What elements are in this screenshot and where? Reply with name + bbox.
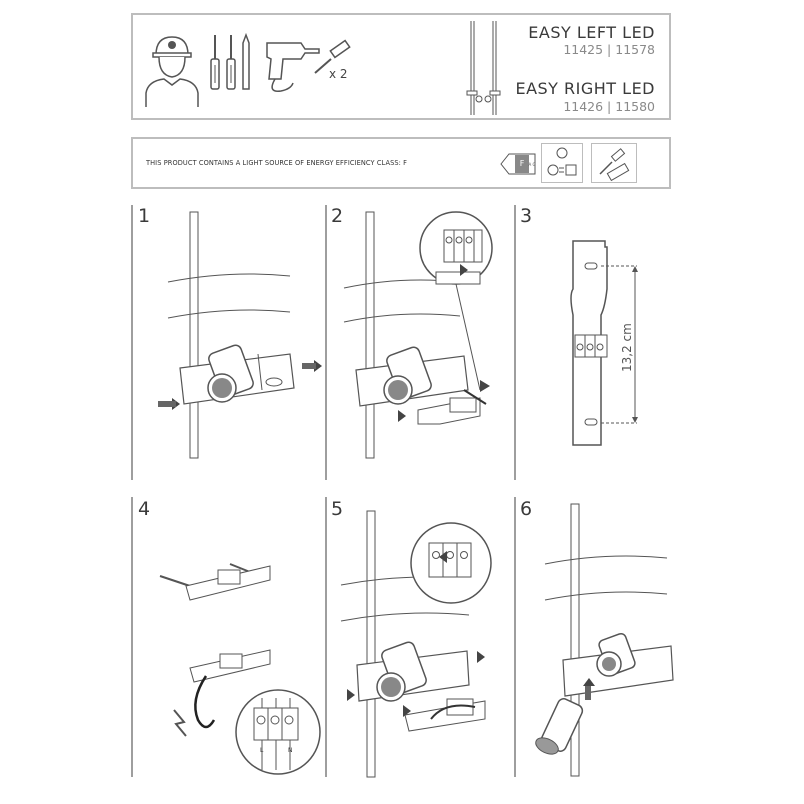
arrow-icon — [477, 651, 485, 663]
energy-label-icon: F A G — [500, 153, 536, 175]
step-5-illustration — [340, 510, 492, 778]
step-number: 2 — [331, 205, 344, 227]
step-number: 4 — [138, 498, 151, 520]
step-5-frame — [325, 497, 327, 777]
right-product-name: EASY RIGHT LED — [515, 79, 655, 98]
terminal-label: L — [260, 747, 264, 754]
screw-and-dowel-icon — [314, 39, 351, 74]
step-1-frame — [131, 205, 133, 480]
power-drill-icon — [266, 42, 320, 92]
arrow-icon — [347, 689, 355, 701]
replaceable-driver-icon — [591, 143, 637, 183]
step-number: 1 — [138, 205, 151, 227]
replaceable-light-source-icon — [541, 143, 583, 183]
step-4-illustration: L N — [159, 563, 321, 775]
step-2-illustration — [343, 211, 493, 459]
terminal-label: N — [288, 747, 293, 754]
step-4-frame — [131, 497, 133, 777]
arrow-icon — [398, 410, 406, 422]
right-product-codes: 11426 | 11580 — [563, 99, 655, 114]
energy-class-letter: F — [520, 159, 525, 168]
arrow-icon — [583, 678, 595, 686]
step-2-frame — [325, 205, 327, 480]
left-product-codes: 11425 | 11578 — [563, 42, 655, 57]
step-3-illustration — [570, 240, 638, 446]
step-6-illustration — [535, 503, 674, 777]
arrow-icon — [403, 705, 411, 717]
product-sketch — [466, 21, 501, 115]
screwdriver-icon — [210, 35, 220, 90]
step-6-frame — [514, 497, 516, 777]
left-product-name: EASY LEFT LED — [528, 23, 655, 42]
step-1-illustration — [158, 211, 322, 459]
step-number: 5 — [331, 498, 344, 520]
step-number: 6 — [520, 498, 533, 520]
screwdriver-icon — [226, 35, 236, 90]
energy-class-scale: A G — [528, 162, 535, 167]
screw-quantity: x 2 — [329, 67, 348, 81]
dimension-label: 13,2 cm — [620, 323, 634, 372]
energy-notice: THIS PRODUCT CONTAINS A LIGHT SOURCE OF … — [146, 159, 408, 167]
arrow-icon — [480, 380, 490, 392]
step-3-frame — [514, 205, 516, 480]
pencil-icon — [242, 32, 250, 90]
installer-person-icon — [145, 36, 199, 107]
step-number: 3 — [520, 205, 533, 227]
header-panel: x 2 EASY LEFT LED 11425 | 11578 EASY RIG… — [131, 13, 671, 120]
energy-panel: THIS PRODUCT CONTAINS A LIGHT SOURCE OF … — [131, 137, 671, 189]
